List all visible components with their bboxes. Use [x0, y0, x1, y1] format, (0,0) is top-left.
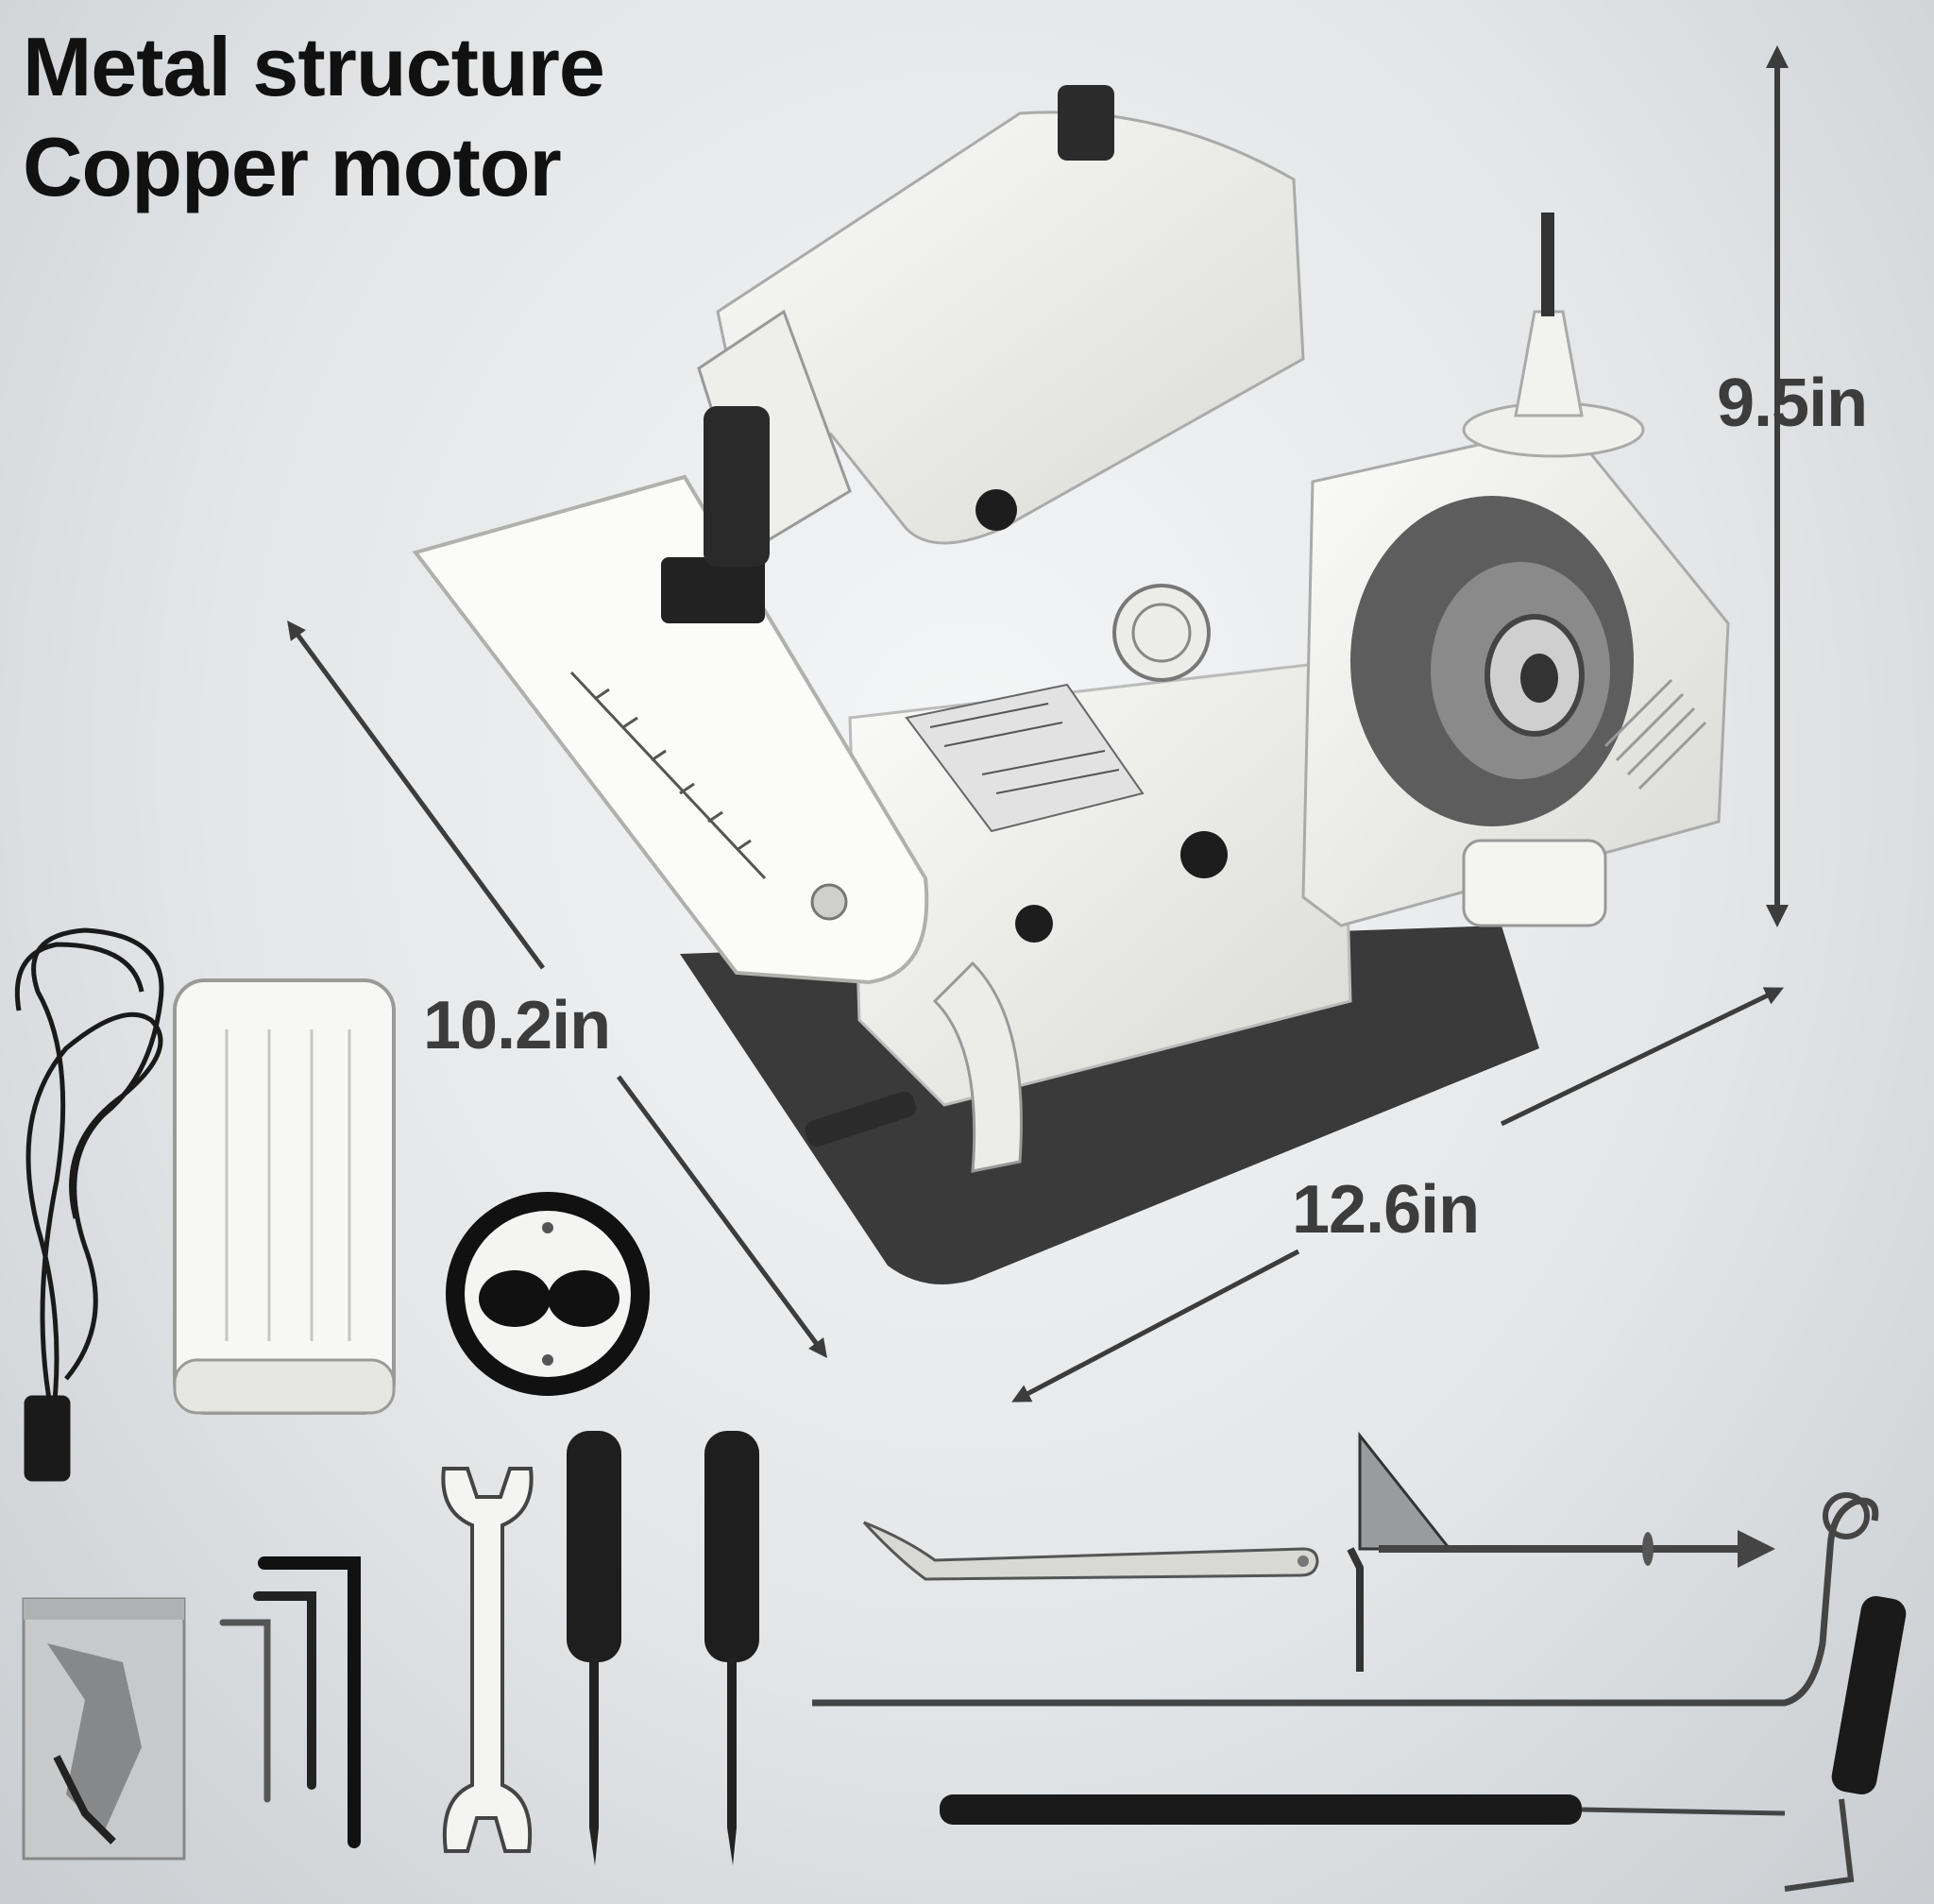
- dimension-arrows: [287, 44, 1789, 1402]
- headline-line-2: Copper motor: [23, 120, 562, 213]
- power-cord: [14, 927, 164, 1482]
- knee-lifter-rod: [812, 1492, 1879, 1707]
- headline-line-1: Metal structure: [23, 20, 605, 113]
- edge-guide: [1347, 1431, 1775, 1672]
- parts-bag: [22, 1597, 186, 1861]
- lever-handle: [940, 1595, 1907, 1892]
- headline: Metal structure Copper motor: [23, 17, 605, 217]
- depth-arrow-upper: [287, 620, 546, 970]
- tweezers: [862, 1521, 1319, 1581]
- screwdriver: [567, 1431, 621, 1865]
- depth-label: 10.2in: [423, 988, 611, 1063]
- width-arrow-lower: [1011, 1249, 1300, 1402]
- sewing-machine: [412, 85, 1730, 1284]
- hex-keys: [219, 1556, 361, 1848]
- height-label: 9.5in: [1717, 366, 1868, 441]
- width-label: 12.6in: [1292, 1172, 1480, 1248]
- open-end-wrench: [441, 1467, 534, 1853]
- foot-pedal: [173, 978, 396, 1415]
- width-arrow-upper: [1500, 987, 1785, 1127]
- depth-arrow-lower: [616, 1075, 827, 1359]
- screwdriver: [704, 1431, 759, 1865]
- pulley-wheel: [446, 1192, 650, 1396]
